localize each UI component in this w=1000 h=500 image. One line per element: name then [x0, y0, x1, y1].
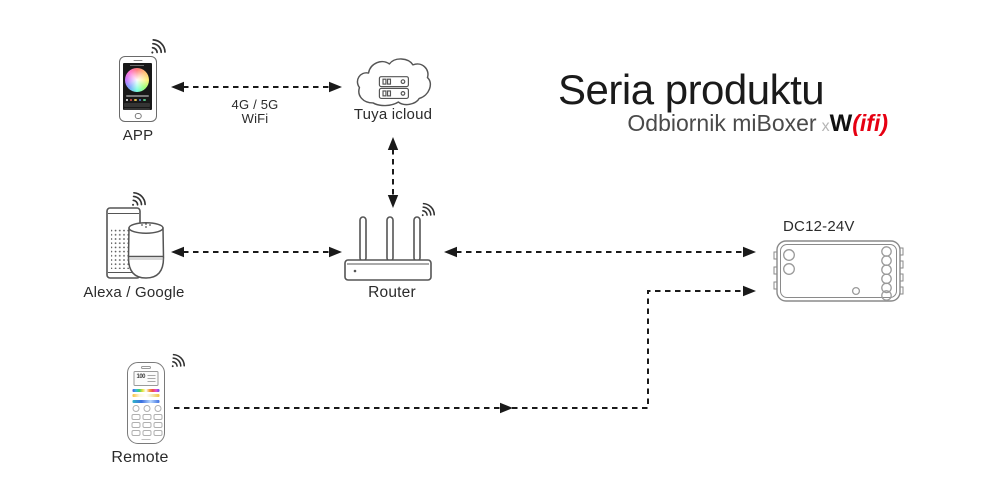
connection-label-line1: 4G / 5G — [231, 97, 279, 112]
wifi-signal-icon — [421, 202, 436, 217]
wifi-signal-icon — [171, 353, 186, 368]
phone-speaker-slot — [133, 59, 143, 62]
router-antenna — [386, 216, 394, 262]
google-home-speaker — [127, 222, 165, 279]
arrowhead-right-cloud — [329, 81, 342, 93]
phone-menu-row — [124, 103, 150, 107]
arrowhead-remote-mid — [500, 402, 513, 414]
receiver-device-icon — [773, 240, 904, 302]
remote-brightness-bar — [132, 399, 160, 403]
arrowhead-left-router — [444, 246, 457, 258]
subtitle-w: W — [829, 110, 853, 137]
subtitle-prefix: Odbiornik miBoxer — [627, 110, 817, 136]
cloud-label: Tuya icloud — [353, 106, 433, 123]
remote-rgb-bar — [132, 388, 160, 392]
router-icon — [344, 216, 432, 281]
arrowhead-up-cloud — [387, 137, 399, 150]
subtitle-x: x — [821, 118, 830, 135]
smart-speaker-icon — [106, 207, 165, 279]
remote-control-icon: 100 — [127, 362, 165, 444]
app-label: APP — [122, 127, 154, 144]
speakers-label: Alexa / Google — [83, 284, 185, 301]
router-label: Router — [368, 284, 416, 301]
receiver-output-port — [881, 290, 892, 301]
remote-label: Remote — [111, 449, 169, 466]
receiver-input-port — [783, 263, 795, 275]
remote-screen-value: 100 — [136, 374, 146, 380]
receiver-output-port — [881, 282, 892, 294]
phone-statusbar — [130, 64, 144, 66]
router-antenna — [413, 216, 421, 262]
arrowhead-left-app — [171, 81, 184, 93]
arrowhead-left-speakers — [171, 246, 184, 258]
arrow-remote-path-segment2 — [512, 290, 743, 409]
receiver-input-port — [783, 249, 795, 261]
connection-label-line2: WiFi — [241, 111, 269, 126]
remote-lcd-screen: 100 — [133, 371, 159, 386]
receiver-inner-case — [780, 244, 897, 298]
receiver-voltage-label: DC12-24V — [783, 218, 855, 235]
phone-color-presets — [125, 98, 146, 102]
smartphone-icon — [119, 56, 157, 122]
arrowhead-down-router — [387, 195, 399, 208]
router-body — [344, 259, 432, 281]
color-wheel-icon — [125, 68, 149, 92]
remote-power-button — [141, 366, 151, 369]
arrowhead-right-receiver-bottom — [743, 285, 756, 297]
subtitle-wifi-suffix: (ifi) — [852, 110, 888, 136]
wifi-signal-icon — [132, 191, 146, 206]
arrowhead-right-receiver-top — [743, 246, 756, 258]
remote-brand-mark — [141, 438, 151, 440]
router-antenna — [359, 216, 367, 262]
phone-menu-row — [124, 108, 150, 110]
arrowhead-right-router — [329, 246, 342, 258]
remote-cct-bar — [132, 394, 160, 398]
phone-home-button — [134, 112, 142, 119]
phone-screen — [122, 63, 152, 110]
phone-brightness-slider — [125, 94, 149, 97]
receiver-button — [851, 286, 861, 296]
router-led — [353, 269, 357, 273]
remote-button-grid — [131, 405, 162, 436]
cloud-servers — [378, 76, 409, 99]
remote-screen-detail — [147, 375, 156, 383]
cloud-server-icon — [356, 58, 431, 107]
page-title: Seria produktu — [558, 66, 825, 113]
connection-type-label: 4G / 5G WiFi — [210, 98, 300, 126]
wifi-signal-icon — [151, 39, 166, 54]
